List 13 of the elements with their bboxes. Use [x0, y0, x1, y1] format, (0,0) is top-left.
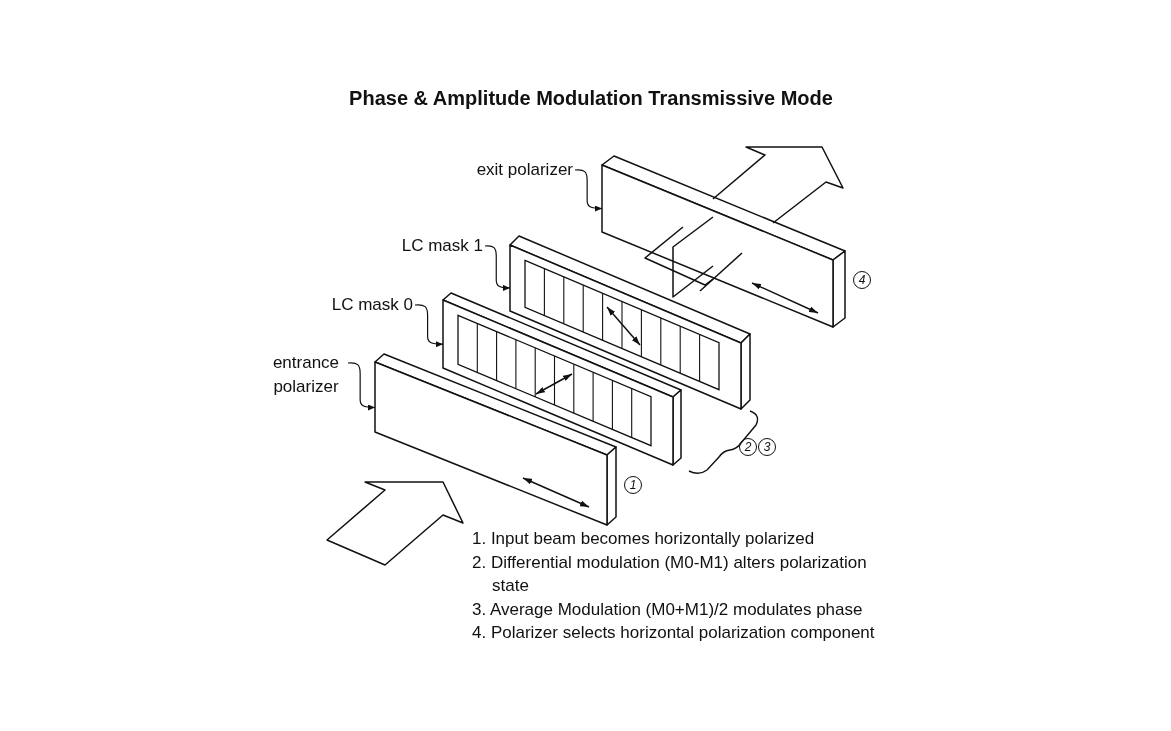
lc-mask-plate [509, 235, 751, 410]
list-item: 3. Average Modulation (M0+M1)/2 modulates phase [472, 598, 864, 621]
part-label: entrance polarizer [266, 351, 346, 399]
polarizer-plate [601, 155, 846, 328]
part-label: LC mask 0 [331, 295, 413, 315]
lc-mask-plate [442, 292, 682, 466]
polarizer-plate [374, 353, 617, 526]
list-item: 1. Input beam becomes horizontally polarized [472, 528, 816, 550]
part-label: LC mask 1 [401, 236, 483, 256]
title: Phase & Amplitude Modulation Transmissive Mode [349, 86, 833, 110]
list-item: 4. Polarizer selects horizontal polarization component [472, 622, 876, 644]
list-item: 2. Differential modulation (M0-M1) alters polarization state [472, 551, 868, 597]
part-label: exit polarizer [476, 160, 573, 180]
